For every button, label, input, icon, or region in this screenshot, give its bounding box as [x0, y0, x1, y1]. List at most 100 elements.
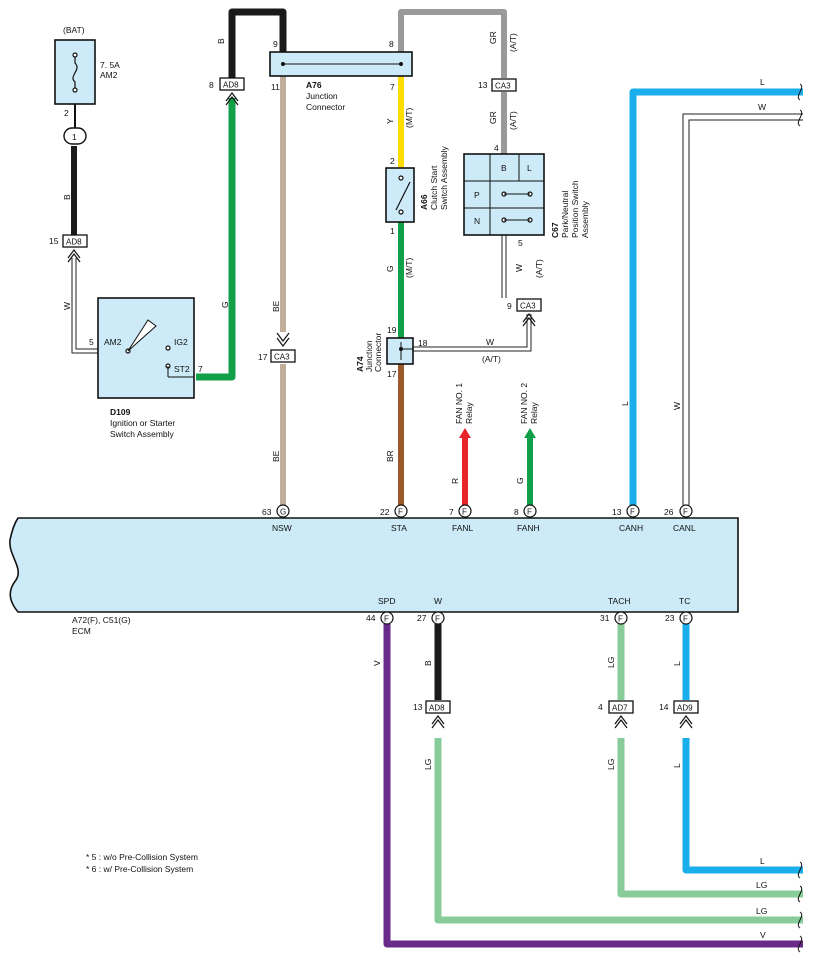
- svg-text:L: L: [760, 77, 765, 87]
- svg-text:V: V: [760, 930, 766, 940]
- svg-text:N: N: [474, 216, 480, 226]
- svg-text:Junction: Junction: [364, 340, 374, 372]
- fuse-name: AM2: [100, 70, 118, 80]
- svg-text:W: W: [434, 596, 442, 606]
- svg-text:(A/T): (A/T): [508, 111, 518, 130]
- svg-text:Y: Y: [385, 118, 395, 124]
- svg-text:(M/T): (M/T): [404, 108, 414, 128]
- junction-a76: 9 8 11 7 A76 Junction Connector: [269, 39, 413, 112]
- svg-text:11: 11: [271, 82, 280, 92]
- svg-text:A72(F), C51(G): A72(F), C51(G): [72, 615, 131, 625]
- svg-text:F: F: [435, 615, 440, 624]
- connector-ad8-left: 15 AD8: [49, 234, 88, 263]
- svg-text:LG: LG: [423, 759, 433, 770]
- ecm-terminal-tach: TACH 31 F: [600, 596, 631, 625]
- wire-l-canh: [629, 88, 803, 505]
- svg-text:V: V: [372, 660, 382, 666]
- svg-text:22: 22: [380, 507, 390, 517]
- svg-text:LG: LG: [756, 880, 767, 890]
- wire-w-canl: [682, 113, 803, 505]
- svg-text:L: L: [760, 856, 765, 866]
- ecm-terminal-nsw: 63 G NSW: [262, 504, 292, 533]
- svg-text:2: 2: [390, 156, 395, 166]
- fuse-rating: 7. 5A: [100, 60, 120, 70]
- fan-relay-2: FAN NO. 2 Relay: [519, 383, 539, 438]
- svg-text:5: 5: [89, 337, 94, 347]
- svg-text:AD8: AD8: [429, 704, 445, 713]
- svg-text:W: W: [62, 302, 72, 310]
- wire-w-a74: [411, 314, 532, 352]
- svg-text:F: F: [398, 508, 403, 517]
- svg-text:18: 18: [418, 338, 428, 348]
- svg-text:17: 17: [387, 369, 397, 379]
- svg-text:Junction: Junction: [306, 91, 338, 101]
- svg-text:CA3: CA3: [274, 353, 290, 362]
- svg-text:CANL: CANL: [673, 523, 696, 533]
- svg-text:W: W: [758, 102, 766, 112]
- notes: * 5 : w/o Pre-Collision System * 6 : w/ …: [86, 852, 198, 874]
- svg-text:Switch Assembly: Switch Assembly: [110, 429, 175, 439]
- svg-text:(A/T): (A/T): [508, 33, 518, 52]
- svg-text:FAN NO. 2: FAN NO. 2: [519, 383, 529, 424]
- wire-labels: B W G B BE BE GR (A/T) GR (A/T) Y (M/T) …: [62, 31, 767, 940]
- svg-text:(A/T): (A/T): [482, 354, 501, 364]
- connector-ad8-bottom: 13 AD8: [413, 700, 451, 729]
- svg-text:NSW: NSW: [272, 523, 292, 533]
- svg-text:ECM: ECM: [72, 626, 91, 636]
- svg-text:P: P: [474, 190, 480, 200]
- svg-text:W: W: [672, 402, 682, 410]
- svg-text:5: 5: [518, 238, 523, 248]
- svg-text:7: 7: [198, 364, 203, 374]
- svg-text:FANH: FANH: [517, 523, 540, 533]
- connector-ad7: 4 AD7: [598, 700, 634, 729]
- svg-text:F: F: [630, 508, 635, 517]
- svg-text:TC: TC: [679, 596, 690, 606]
- svg-text:W: W: [486, 337, 494, 347]
- svg-text:F: F: [683, 508, 688, 517]
- svg-text:F: F: [683, 615, 688, 624]
- svg-text:FAN NO. 1: FAN NO. 1: [454, 383, 464, 424]
- svg-text:F: F: [527, 508, 532, 517]
- svg-text:AM2: AM2: [104, 337, 122, 347]
- svg-text:A66: A66: [419, 194, 429, 210]
- svg-text:Switch Assembly: Switch Assembly: [439, 145, 449, 210]
- ecm-terminal-canl: 26 F CANL: [664, 504, 696, 533]
- wire-gr-top: [398, 9, 507, 78]
- svg-text:63: 63: [262, 507, 272, 517]
- svg-text:AD7: AD7: [612, 704, 628, 713]
- svg-text:A74: A74: [355, 356, 365, 372]
- svg-text:14: 14: [659, 702, 669, 712]
- svg-text:AD8: AD8: [66, 238, 82, 247]
- svg-text:26: 26: [664, 507, 674, 517]
- svg-text:R: R: [450, 478, 460, 484]
- svg-text:F: F: [618, 615, 623, 624]
- svg-text:FANL: FANL: [452, 523, 474, 533]
- svg-text:17: 17: [258, 352, 268, 362]
- svg-text:* 5 : w/o Pre-Collision System: * 5 : w/o Pre-Collision System: [86, 852, 198, 862]
- svg-text:F: F: [462, 508, 467, 517]
- junction-a74: 19 18 17 A74 Junction Connector: [355, 325, 428, 379]
- svg-text:TACH: TACH: [608, 596, 631, 606]
- svg-text:G: G: [220, 301, 230, 308]
- ecm-terminal-w: W 27 F: [417, 596, 445, 625]
- svg-text:Connector: Connector: [373, 333, 383, 372]
- svg-text:CA3: CA3: [520, 302, 536, 311]
- svg-text:44: 44: [366, 613, 376, 623]
- svg-text:L: L: [672, 661, 682, 666]
- svg-text:(M/T): (M/T): [404, 258, 414, 278]
- wire-w-c67: [501, 235, 507, 298]
- svg-text:BR: BR: [385, 450, 395, 462]
- svg-text:Relay: Relay: [464, 402, 474, 424]
- svg-text:F: F: [384, 615, 389, 624]
- svg-text:ST2: ST2: [174, 364, 190, 374]
- svg-text:STA: STA: [391, 523, 407, 533]
- fan1-arrow-icon: [459, 428, 471, 438]
- svg-text:IG2: IG2: [174, 337, 188, 347]
- svg-text:8: 8: [389, 39, 394, 49]
- svg-text:9: 9: [507, 301, 512, 311]
- svg-text:W: W: [514, 264, 524, 272]
- svg-text:L: L: [620, 401, 630, 406]
- svg-text:13: 13: [612, 507, 622, 517]
- svg-text:B: B: [501, 163, 507, 173]
- svg-text:B: B: [423, 660, 433, 666]
